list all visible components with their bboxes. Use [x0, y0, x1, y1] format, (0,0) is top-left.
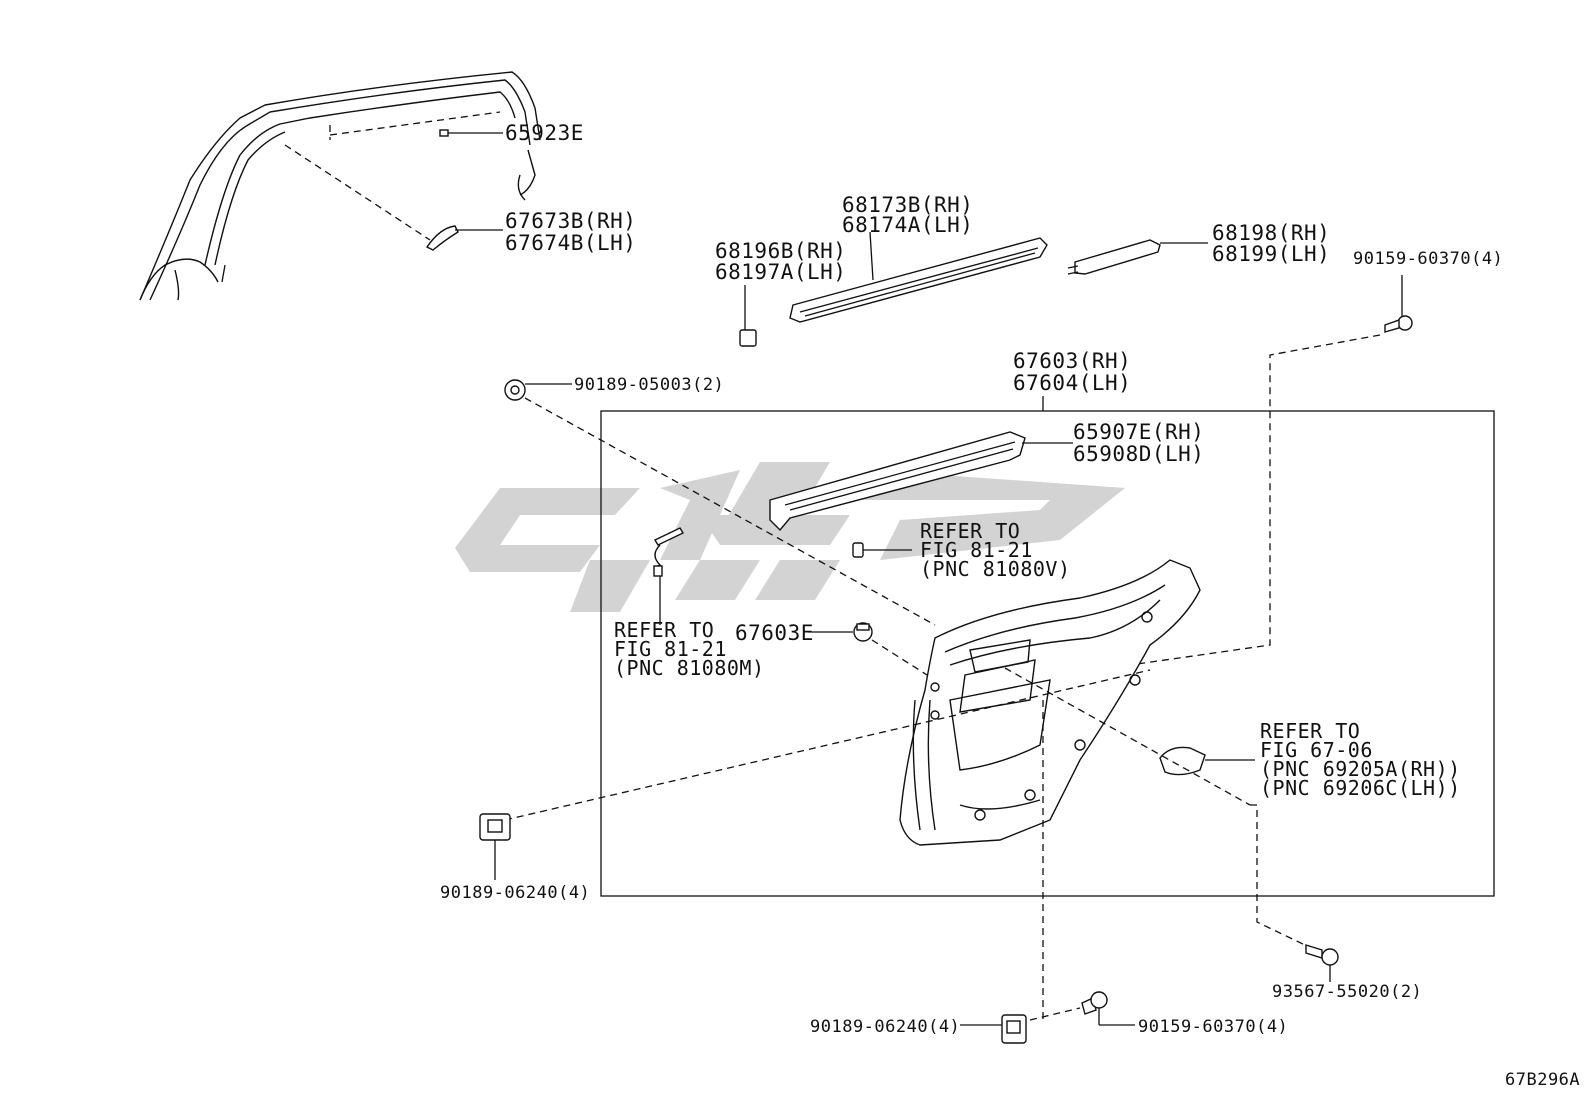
callout-67603: 67603(RH)	[1013, 349, 1131, 373]
callout-68199: 68199(LH)	[1212, 242, 1330, 266]
callout-65908d: 65908D(LH)	[1073, 442, 1204, 466]
diagram-id: 67B296A	[1505, 1070, 1580, 1090]
ref2-line3: (PNC 81080M)	[614, 656, 765, 680]
callout-90189-05003: 90189-05003(2)	[574, 375, 724, 395]
wedge-67673b	[284, 144, 503, 251]
upper-trim-panel	[769, 431, 1073, 532]
callout-67673b: 67673B(RH)	[505, 209, 636, 233]
ref3-line3: (PNC 69205A(RH))	[1260, 757, 1461, 781]
leader-dash	[504, 669, 1151, 821]
ref3-line4: (PNC 69206C(LH))	[1260, 776, 1461, 800]
callout-68198: 68198(RH)	[1212, 221, 1330, 245]
callout-67674b: 67674B(LH)	[505, 231, 636, 255]
clip-90189-06240-left	[479, 813, 511, 880]
leader-dash	[1004, 667, 1251, 806]
ref1-line1: REFER TO	[920, 519, 1020, 543]
callout-65907e: 65907E(RH)	[1073, 420, 1204, 444]
belt-moulding	[789, 231, 1048, 323]
callout-68173b: 68173B(RH)	[842, 193, 973, 217]
screw-93567	[1305, 944, 1339, 982]
callout-67603e: 67603E	[735, 621, 814, 645]
assembly-frame	[600, 410, 1495, 897]
switch-81080v	[852, 542, 912, 558]
callout-65923e: 65923E	[505, 121, 584, 145]
watermark-logo	[455, 462, 1125, 612]
callout-90159-top: 90159-60370(4)	[1353, 249, 1503, 269]
inside-handle	[1159, 746, 1255, 776]
leader-dash	[329, 111, 501, 136]
door-trim-panel	[899, 559, 1201, 846]
screw-90159-bottom	[1029, 991, 1135, 1026]
grommet-90189-05003	[504, 379, 936, 626]
ref1-line3: (PNC 81080V)	[920, 557, 1071, 581]
callout-67604: 67604(LH)	[1013, 371, 1131, 395]
callout-90189-06240-left: 90189-06240(4)	[440, 883, 590, 903]
callout-68174a: 68174A(LH)	[842, 213, 973, 237]
ref1-line2: FIG 81-21	[920, 538, 1033, 562]
clip-67603e	[808, 622, 936, 681]
ref3-line1: REFER TO	[1260, 719, 1360, 743]
ref3-line2: FIG 67-06	[1260, 738, 1373, 762]
ref2-line2: FIG 81-21	[614, 637, 727, 661]
callout-68197a: 68197A(LH)	[715, 260, 846, 284]
leader-dash	[1250, 804, 1306, 946]
clip-68196b	[739, 285, 757, 347]
callout-90189-06240-bottom: 90189-06240(4)	[810, 1017, 960, 1037]
ref2-line1: REFER TO	[614, 618, 714, 642]
bracket-68198	[1067, 239, 1208, 275]
callout-68196b: 68196B(RH)	[715, 239, 846, 263]
wire-81080m	[653, 527, 684, 625]
callout-90159-bottom: 90159-60370(4)	[1138, 1017, 1288, 1037]
screw-90159-top	[1024, 275, 1413, 681]
clip-65923e	[439, 129, 503, 137]
callout-93567: 93567-55020(2)	[1272, 982, 1422, 1002]
door-frame-outline	[139, 71, 541, 301]
clip-90189-06240-bottom	[960, 1014, 1027, 1044]
